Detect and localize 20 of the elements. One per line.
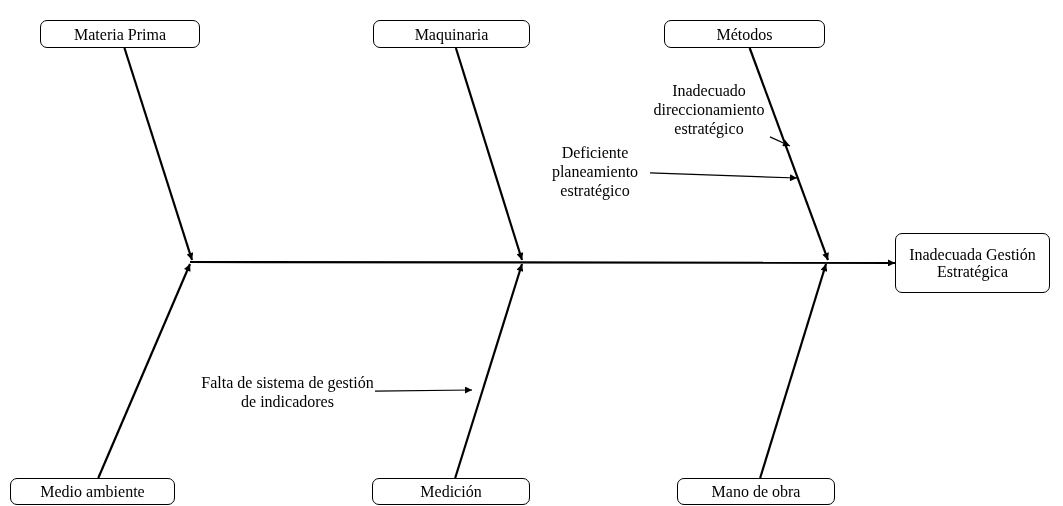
bone-arrow (123, 47, 194, 261)
cause-category-box: Mano de obra (677, 478, 835, 505)
bone-arrow (748, 47, 830, 261)
cause-text: Inadecuado direccionamiento estratégico (648, 80, 770, 138)
cause-category-box: Medición (372, 478, 530, 505)
spine-arrow (190, 259, 895, 267)
cause-category-box: Materia Prima (40, 20, 200, 48)
cause-category-box: Medio ambiente (10, 478, 175, 505)
arrow (769, 136, 791, 147)
bone-arrow (759, 263, 828, 479)
cause-category-box: Métodos (664, 20, 825, 48)
bone-arrow (97, 263, 191, 479)
effect-box: Inadecuada Gestión Estratégica (895, 233, 1050, 293)
cause-text: Falta de sistema de gestión de indicadores (200, 372, 375, 412)
arrow (374, 386, 473, 394)
bone-arrow (454, 47, 524, 261)
cause-category-box: Maquinaria (373, 20, 530, 48)
arrow (649, 172, 798, 182)
bone-arrow (454, 263, 524, 479)
cause-text: Deficiente planeamiento estratégico (540, 142, 650, 200)
